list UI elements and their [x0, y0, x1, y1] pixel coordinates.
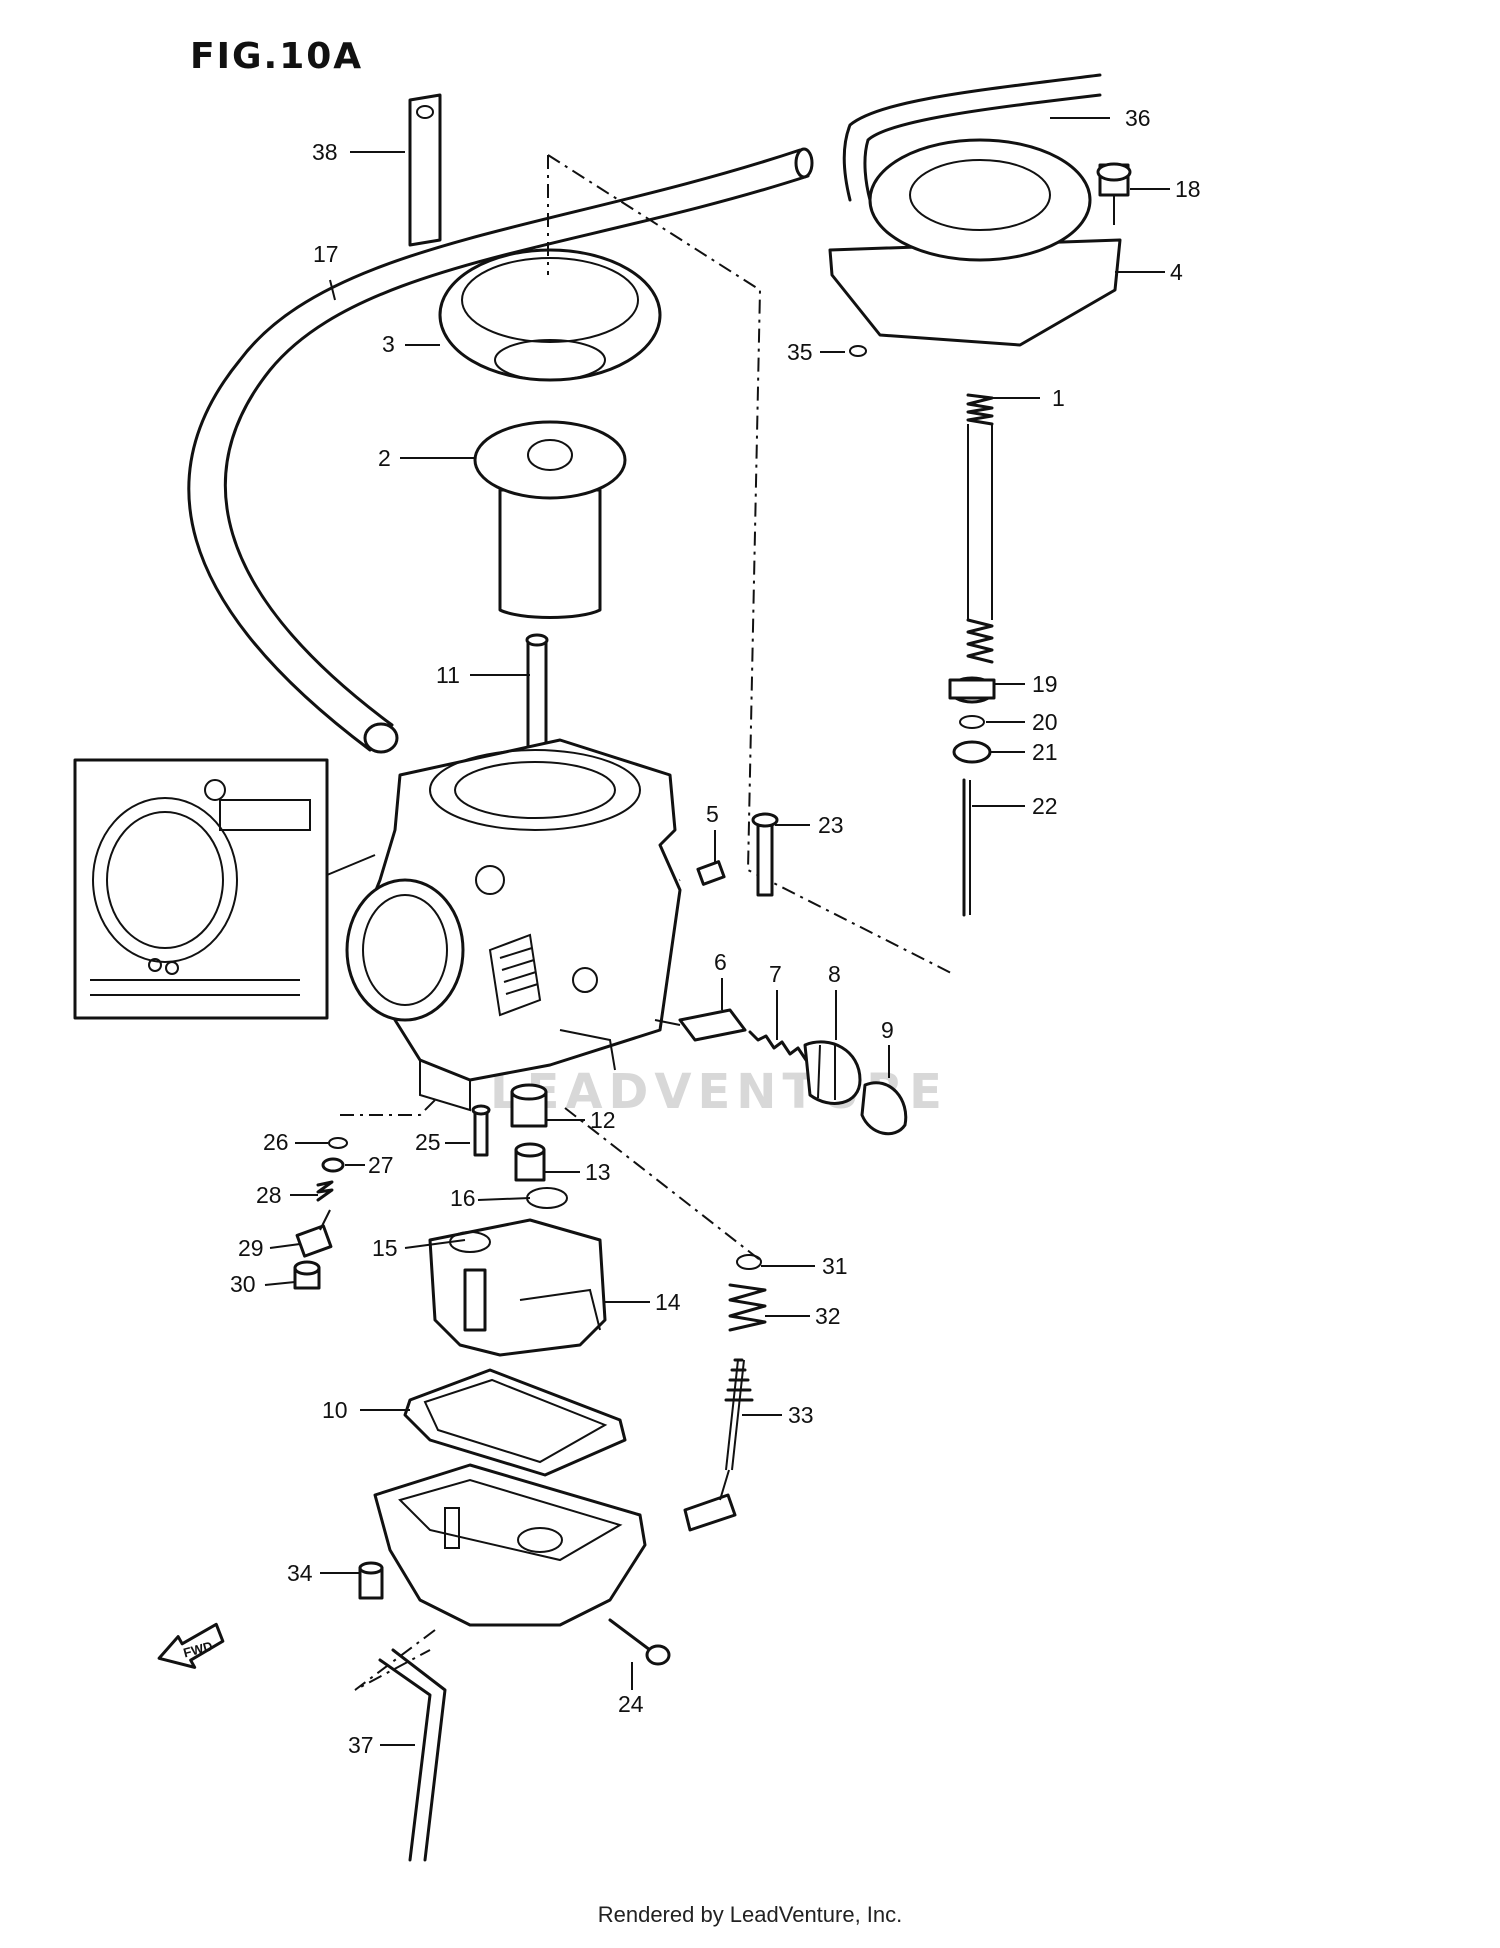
part-6-pilot-screw	[654, 1008, 747, 1042]
callout-26: 26	[263, 1129, 289, 1155]
callout-35: 35	[787, 339, 813, 365]
callout-11: 11	[436, 662, 460, 688]
fwd-label: FWD	[182, 1638, 214, 1660]
footer-credit: Rendered by LeadVenture, Inc.	[597, 1902, 903, 1927]
inset-detail	[73, 758, 376, 1020]
callout-30: 30	[230, 1271, 256, 1297]
part-5-screw	[696, 860, 726, 886]
callout-36: 36	[1125, 105, 1151, 131]
callout-16: 16	[450, 1185, 476, 1211]
callout-9: 9	[881, 1017, 894, 1043]
part-37-hose	[378, 1648, 447, 1862]
part-3-diaphragm	[438, 248, 662, 382]
callout-5: 5	[706, 801, 719, 827]
callout-27: 27	[368, 1152, 394, 1178]
part-21-washer	[952, 740, 992, 764]
callout-31: 31	[822, 1253, 848, 1279]
part-23-pin	[751, 812, 779, 897]
callout-13: 13	[585, 1159, 611, 1185]
callout-33: 33	[788, 1402, 814, 1428]
part-32-spring	[728, 1283, 767, 1332]
part-11-needle-jet	[525, 633, 549, 762]
part-16-o-ring	[526, 1187, 568, 1209]
callout-22: 22	[1032, 793, 1058, 819]
callout-23: 23	[818, 812, 844, 838]
part-13-main-jet	[514, 1142, 546, 1182]
fwd-arrow-icon: FWD	[157, 1622, 225, 1669]
callout-7: 7	[769, 961, 782, 987]
figure-title: FIG.10A	[190, 36, 364, 77]
part-28-spring	[316, 1180, 334, 1202]
part-24-screw	[608, 1618, 671, 1666]
part-1-spring	[966, 393, 994, 664]
carburetor-body	[345, 738, 682, 1112]
part-34-screw	[358, 1561, 384, 1600]
callout-2: 2	[378, 445, 391, 471]
callout-34: 34	[287, 1560, 313, 1586]
callout-21: 21	[1032, 739, 1058, 765]
callout-17: 17	[313, 241, 339, 267]
part-7-spring	[748, 1030, 808, 1062]
assembly-line	[354, 1629, 436, 1691]
callout-37: 37	[348, 1732, 374, 1758]
callout-24: 24	[618, 1691, 644, 1717]
callout-18: 18	[1175, 176, 1201, 202]
callout-20: 20	[1032, 709, 1058, 735]
part-26-o-ring	[328, 1137, 348, 1149]
part-12-collar	[510, 1083, 548, 1128]
part-30-cap	[293, 1260, 321, 1290]
float-chamber	[373, 1463, 647, 1627]
callout-14: 14	[655, 1289, 681, 1315]
callout-6: 6	[714, 949, 727, 975]
callout-10: 10	[322, 1397, 348, 1423]
callout-4: 4	[1170, 259, 1183, 285]
part-19-seat	[948, 676, 996, 704]
part-17-hose	[187, 147, 814, 754]
assembly-line	[340, 1099, 436, 1116]
part-10-gasket	[403, 1368, 627, 1477]
assembly-line	[547, 154, 956, 976]
part-2-piston	[473, 420, 627, 619]
part-22-jet-needle	[962, 778, 971, 917]
callout-25: 25	[415, 1129, 441, 1155]
part-31-o-ring	[736, 1254, 762, 1270]
part-36-hose	[842, 73, 1102, 202]
part-9-cap	[860, 1081, 908, 1136]
part-38-clamp	[408, 93, 442, 247]
callout-38: 38	[312, 139, 338, 165]
callout-12: 12	[590, 1107, 616, 1133]
callout-labels: 1 2 3 4 5 6 7 8 9 10 11 12 13 14 15 16 1…	[230, 105, 1201, 1758]
part-18-screw	[1096, 162, 1132, 225]
part-29-screw	[295, 1209, 333, 1258]
callout-8: 8	[828, 961, 841, 987]
part-14-float	[428, 1218, 607, 1357]
part-33-screw	[683, 1358, 754, 1532]
callout-19: 19	[1032, 671, 1058, 697]
part-25-jet	[471, 1104, 491, 1157]
part-27-washer	[321, 1157, 345, 1173]
callout-3: 3	[382, 331, 395, 357]
assembly-line	[564, 1107, 761, 1261]
part-20-clip	[959, 715, 985, 729]
part-35-o-ring	[849, 345, 867, 357]
part-4-top-cap	[828, 138, 1122, 347]
leader-lines	[264, 117, 1170, 1746]
callout-29: 29	[238, 1235, 264, 1261]
part-8-boot	[803, 1040, 862, 1105]
callout-15: 15	[372, 1235, 398, 1261]
callout-32: 32	[815, 1303, 841, 1329]
callout-1: 1	[1052, 385, 1065, 411]
callout-28: 28	[256, 1182, 282, 1208]
